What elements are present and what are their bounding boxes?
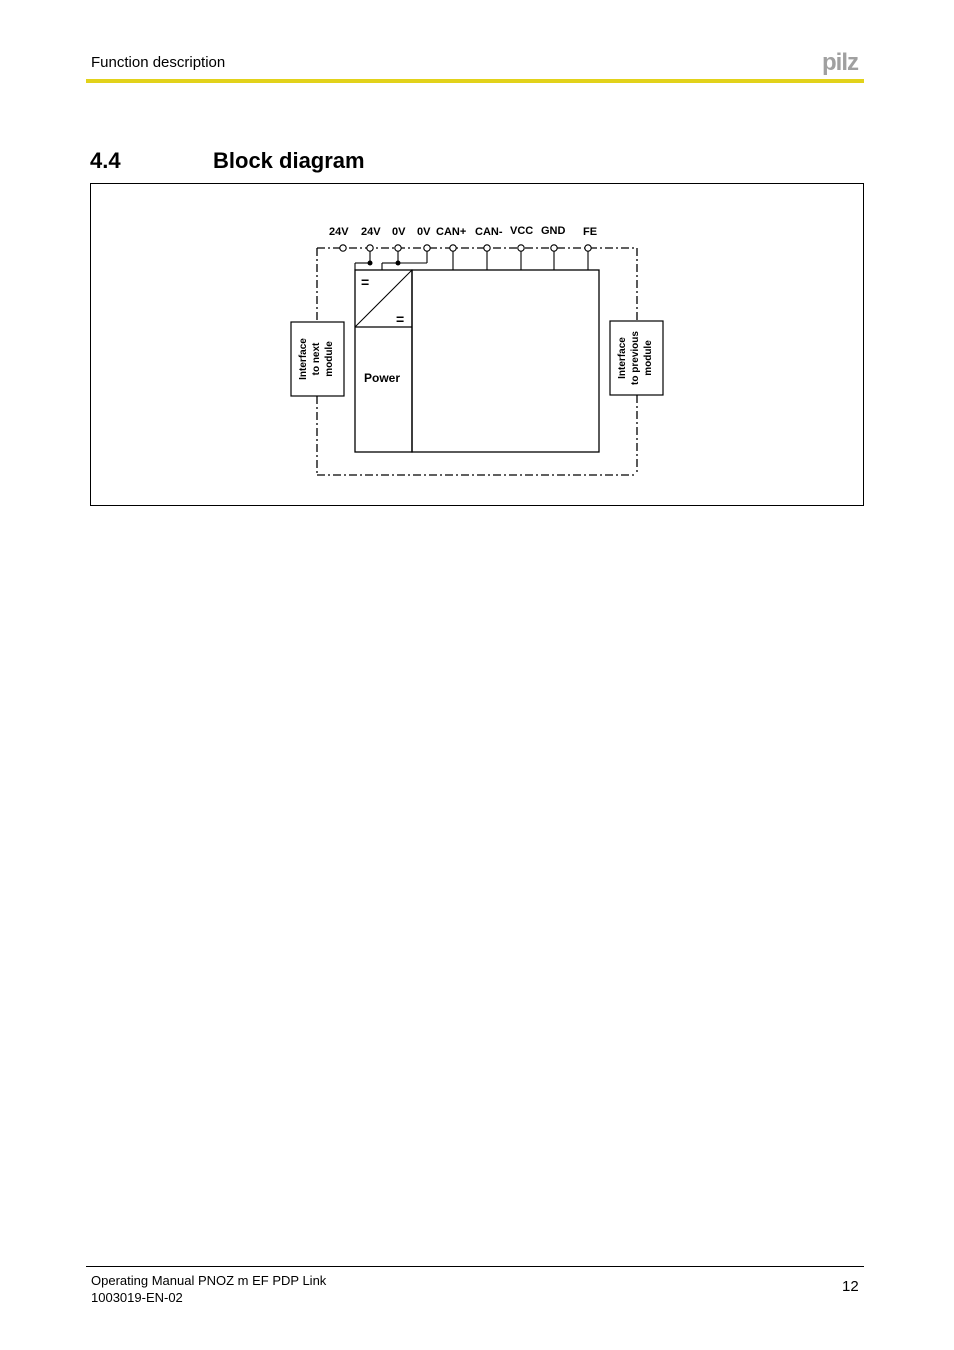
power-label: Power	[364, 371, 400, 385]
pilz-logo: pilz	[822, 50, 860, 76]
terminal-gnd	[550, 244, 558, 252]
converter-diagonal	[354, 269, 413, 328]
terminal-fe	[584, 244, 592, 252]
junction-0v	[395, 260, 401, 266]
terminal-label: CAN+	[436, 226, 466, 238]
terminal-24v-2	[366, 244, 374, 252]
terminal-0v-1	[394, 244, 402, 252]
section-title: Block diagram	[213, 148, 365, 173]
converter-input-symbol: =	[361, 274, 369, 290]
interface-next-module-box	[290, 321, 345, 397]
interface-previous-line1: Interface	[617, 337, 628, 379]
terminal-contacts	[339, 244, 592, 252]
block-diagram-frame: = = Power	[90, 183, 864, 506]
interface-previous-line2: to previous	[630, 331, 641, 385]
logic-block	[411, 269, 600, 453]
terminal-wiring	[354, 248, 589, 270]
terminal-vcc	[517, 244, 525, 252]
terminal-label: 0V	[392, 226, 406, 238]
terminal-label: 0V	[417, 226, 431, 238]
terminal-can-plus	[449, 244, 457, 252]
page-number: 12	[842, 1278, 859, 1295]
footer-rule	[86, 1266, 864, 1267]
terminal-labels: 24V 24V 0V 0V CAN+ CAN- VCC GND FE	[329, 225, 597, 238]
interface-next-line3: module	[324, 341, 335, 377]
terminal-24v-1	[339, 244, 347, 252]
interface-previous-line3: module	[643, 340, 654, 376]
terminal-label: VCC	[510, 225, 533, 237]
power-block	[354, 269, 413, 453]
terminal-0v-2	[423, 244, 431, 252]
interface-previous-module-box	[609, 320, 664, 396]
footer-doc-number: 1003019-EN-02	[91, 1290, 183, 1305]
logo-text: pilz	[822, 50, 859, 76]
section-number: 4.4	[90, 148, 121, 173]
terminal-label: 24V	[329, 226, 349, 238]
block-diagram: = = Power	[290, 225, 664, 476]
junction-24v	[367, 260, 373, 266]
terminal-label: CAN-	[475, 226, 503, 238]
interface-next-line2: to next	[311, 342, 322, 375]
terminal-label: FE	[583, 226, 597, 238]
interface-next-line1: Interface	[298, 338, 309, 380]
header-section-title: Function description	[91, 54, 226, 71]
header-rule	[86, 79, 864, 83]
terminal-label: 24V	[361, 226, 381, 238]
terminal-can-minus	[483, 244, 491, 252]
converter-output-symbol: =	[396, 311, 404, 327]
footer-manual-title: Operating Manual PNOZ m EF PDP Link	[91, 1273, 327, 1288]
terminal-label: GND	[541, 225, 566, 237]
